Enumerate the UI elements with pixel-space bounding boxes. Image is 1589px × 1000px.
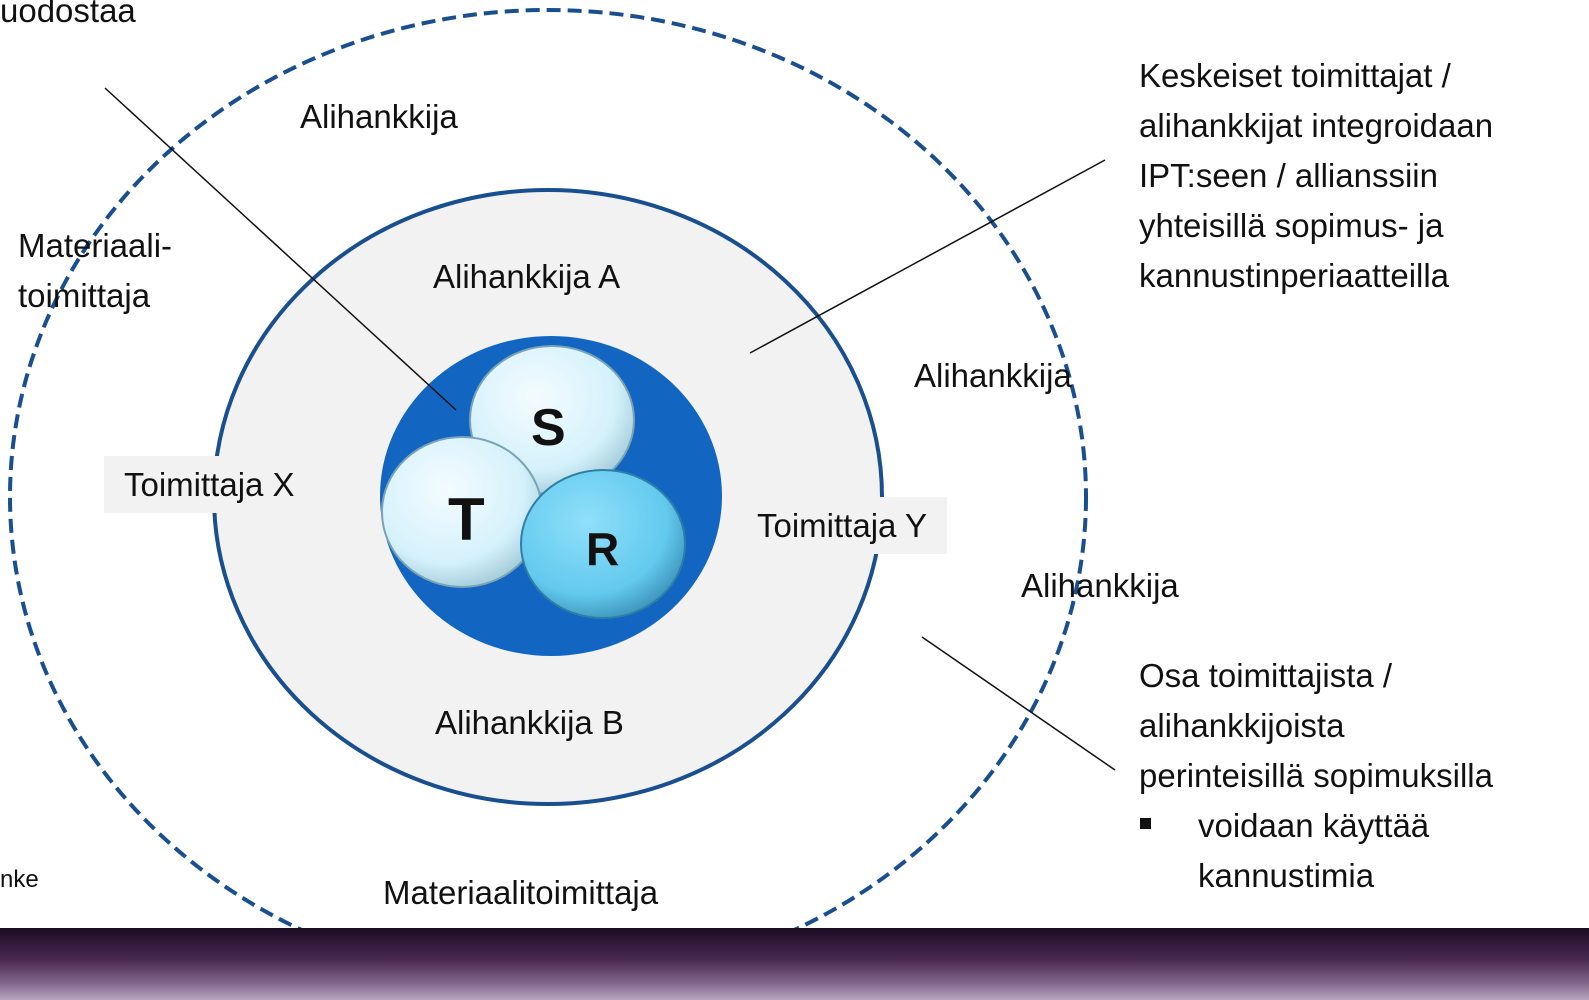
inner-label-bottom: Alihankkija B: [435, 704, 624, 741]
top-fragment-text: uodostaa: [0, 0, 136, 29]
annotation-bottom-right-line-1: Osa toimittajista /: [1139, 657, 1393, 694]
outer-label-upper-left-1: Materiaali-: [18, 227, 173, 264]
outer-label-top: Alihankkija: [300, 98, 458, 135]
annotation-top-right-line-2: alihankkijat integroidaan: [1139, 107, 1494, 144]
inner-label-right: Toimittaja Y: [737, 497, 947, 554]
annotation-top-right-line-5: kannustinperiaatteilla: [1139, 257, 1450, 294]
outer-label-right-lower: Alihankkija: [1021, 567, 1179, 604]
inner-label-top: Alihankkija A: [433, 258, 621, 295]
inner-label-left: Toimittaja X: [104, 456, 315, 513]
outer-label-bottom: Materiaalitoimittaja: [383, 874, 659, 911]
annotation-top-right-line-1: Keskeiset toimittajat /: [1139, 57, 1451, 94]
annotation-bottom-right-line-3: perinteisillä sopimuksilla: [1139, 757, 1493, 794]
annotation-bullet-line-1: voidaan käyttää: [1198, 807, 1430, 844]
core-letter-t: T: [448, 486, 485, 553]
core-letter-r: R: [586, 523, 620, 575]
bullet-square-icon: [1140, 818, 1151, 829]
outer-label-right-upper: Alihankkija: [914, 357, 1072, 394]
bubble-r: [520, 469, 686, 619]
annotation-bottom-right-line-2: alihankkijoista: [1139, 707, 1345, 744]
annotation-bullet-line-2: kannustimia: [1198, 857, 1375, 894]
leader-line-top-right: [749, 159, 1106, 354]
annotation-top-right-line-3: IPT:seen / allianssiin: [1139, 157, 1438, 194]
core-letter-s: S: [531, 399, 566, 457]
bottom-left-fragment-text: nke: [0, 866, 39, 893]
annotation-top-right-line-4: yhteisillä sopimus- ja: [1139, 207, 1444, 244]
outer-label-upper-left-2: toimittaja: [18, 277, 151, 314]
bottom-gradient-bar: [0, 928, 1589, 1000]
leader-line-top-left: [104, 87, 457, 411]
leader-line-bottom-right: [921, 636, 1116, 771]
